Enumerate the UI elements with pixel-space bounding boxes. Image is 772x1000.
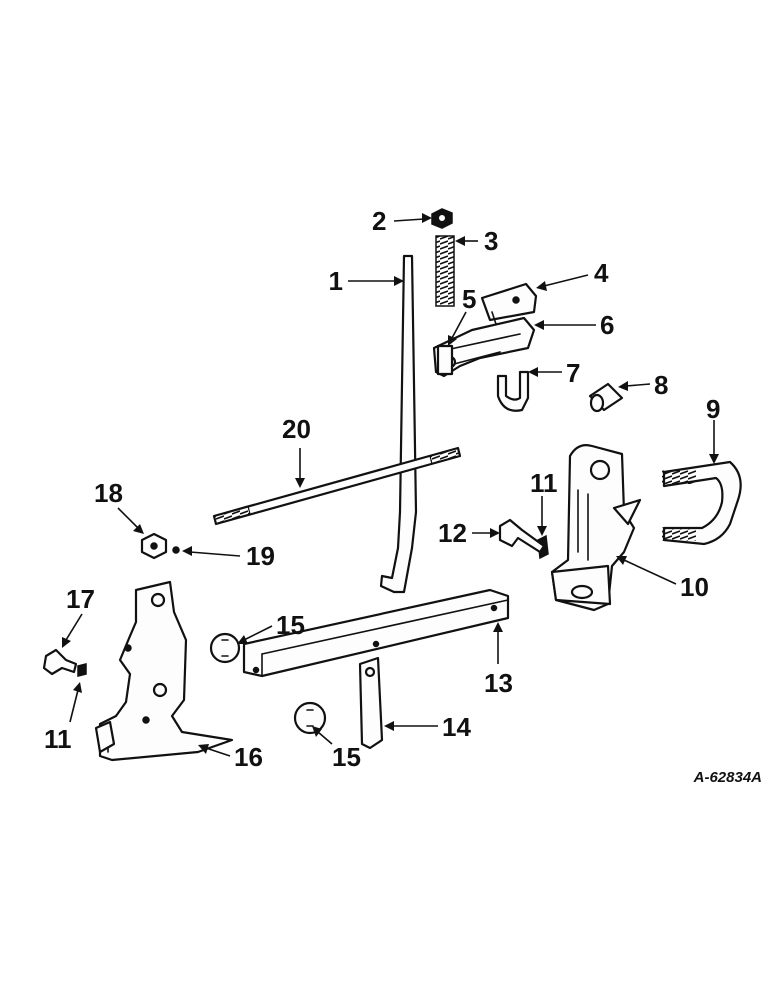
part-3-spring xyxy=(435,235,455,307)
part-5-pin xyxy=(491,311,497,325)
part-12-bolt xyxy=(498,518,546,554)
part-20-threaded-rod xyxy=(212,446,462,526)
callout-7: 7 xyxy=(566,358,580,388)
callout-labels: 1 2 3 4 5 6 7 8 9 10 11 11 12 13 14 15 1… xyxy=(44,206,762,786)
callout-2: 2 xyxy=(372,206,386,236)
callout-5: 5 xyxy=(462,284,476,314)
callout-20: 20 xyxy=(282,414,311,444)
part-18-nut xyxy=(140,532,168,560)
part-1-lever-rod xyxy=(379,254,418,594)
callout-18: 18 xyxy=(94,478,123,508)
callout-16: 16 xyxy=(234,742,263,772)
part-7-u-clip xyxy=(496,370,530,412)
part-8-pin xyxy=(588,382,624,413)
drawing-code: A-62834A xyxy=(693,769,762,786)
callout-10: 10 xyxy=(680,572,709,602)
part-17-bolt xyxy=(42,648,78,676)
callout-15-lower: 15 xyxy=(332,742,361,772)
part-10-hitch-bracket xyxy=(550,444,642,612)
callout-13: 13 xyxy=(484,668,513,698)
part-15-cap-lower xyxy=(293,701,327,735)
callout-17: 17 xyxy=(66,584,95,614)
callout-4: 4 xyxy=(594,258,609,288)
callout-9: 9 xyxy=(706,394,720,424)
part-19-pin xyxy=(172,546,180,554)
part-6-latch-bracket xyxy=(432,316,536,378)
part-9-u-bolt xyxy=(662,460,742,546)
callout-3: 3 xyxy=(484,226,498,256)
callout-12: 12 xyxy=(438,518,467,548)
callout-11-right: 11 xyxy=(530,468,558,498)
part-2-nut xyxy=(431,208,453,229)
part-4-plate xyxy=(480,282,538,322)
callout-15-upper: 15 xyxy=(276,610,305,640)
callout-11-left: 11 xyxy=(44,724,72,754)
part-16-frame xyxy=(94,580,234,762)
callout-1: 1 xyxy=(329,266,343,296)
callout-8: 8 xyxy=(654,370,668,400)
part-15-cap-upper xyxy=(209,632,241,664)
part-11-washer-left xyxy=(77,663,87,677)
leader-lines xyxy=(62,213,719,757)
callout-19: 19 xyxy=(246,541,275,571)
part-14-bracket xyxy=(358,656,384,750)
part-13-flat-bar xyxy=(242,588,510,678)
callout-6: 6 xyxy=(600,310,614,340)
callout-14: 14 xyxy=(442,712,471,742)
